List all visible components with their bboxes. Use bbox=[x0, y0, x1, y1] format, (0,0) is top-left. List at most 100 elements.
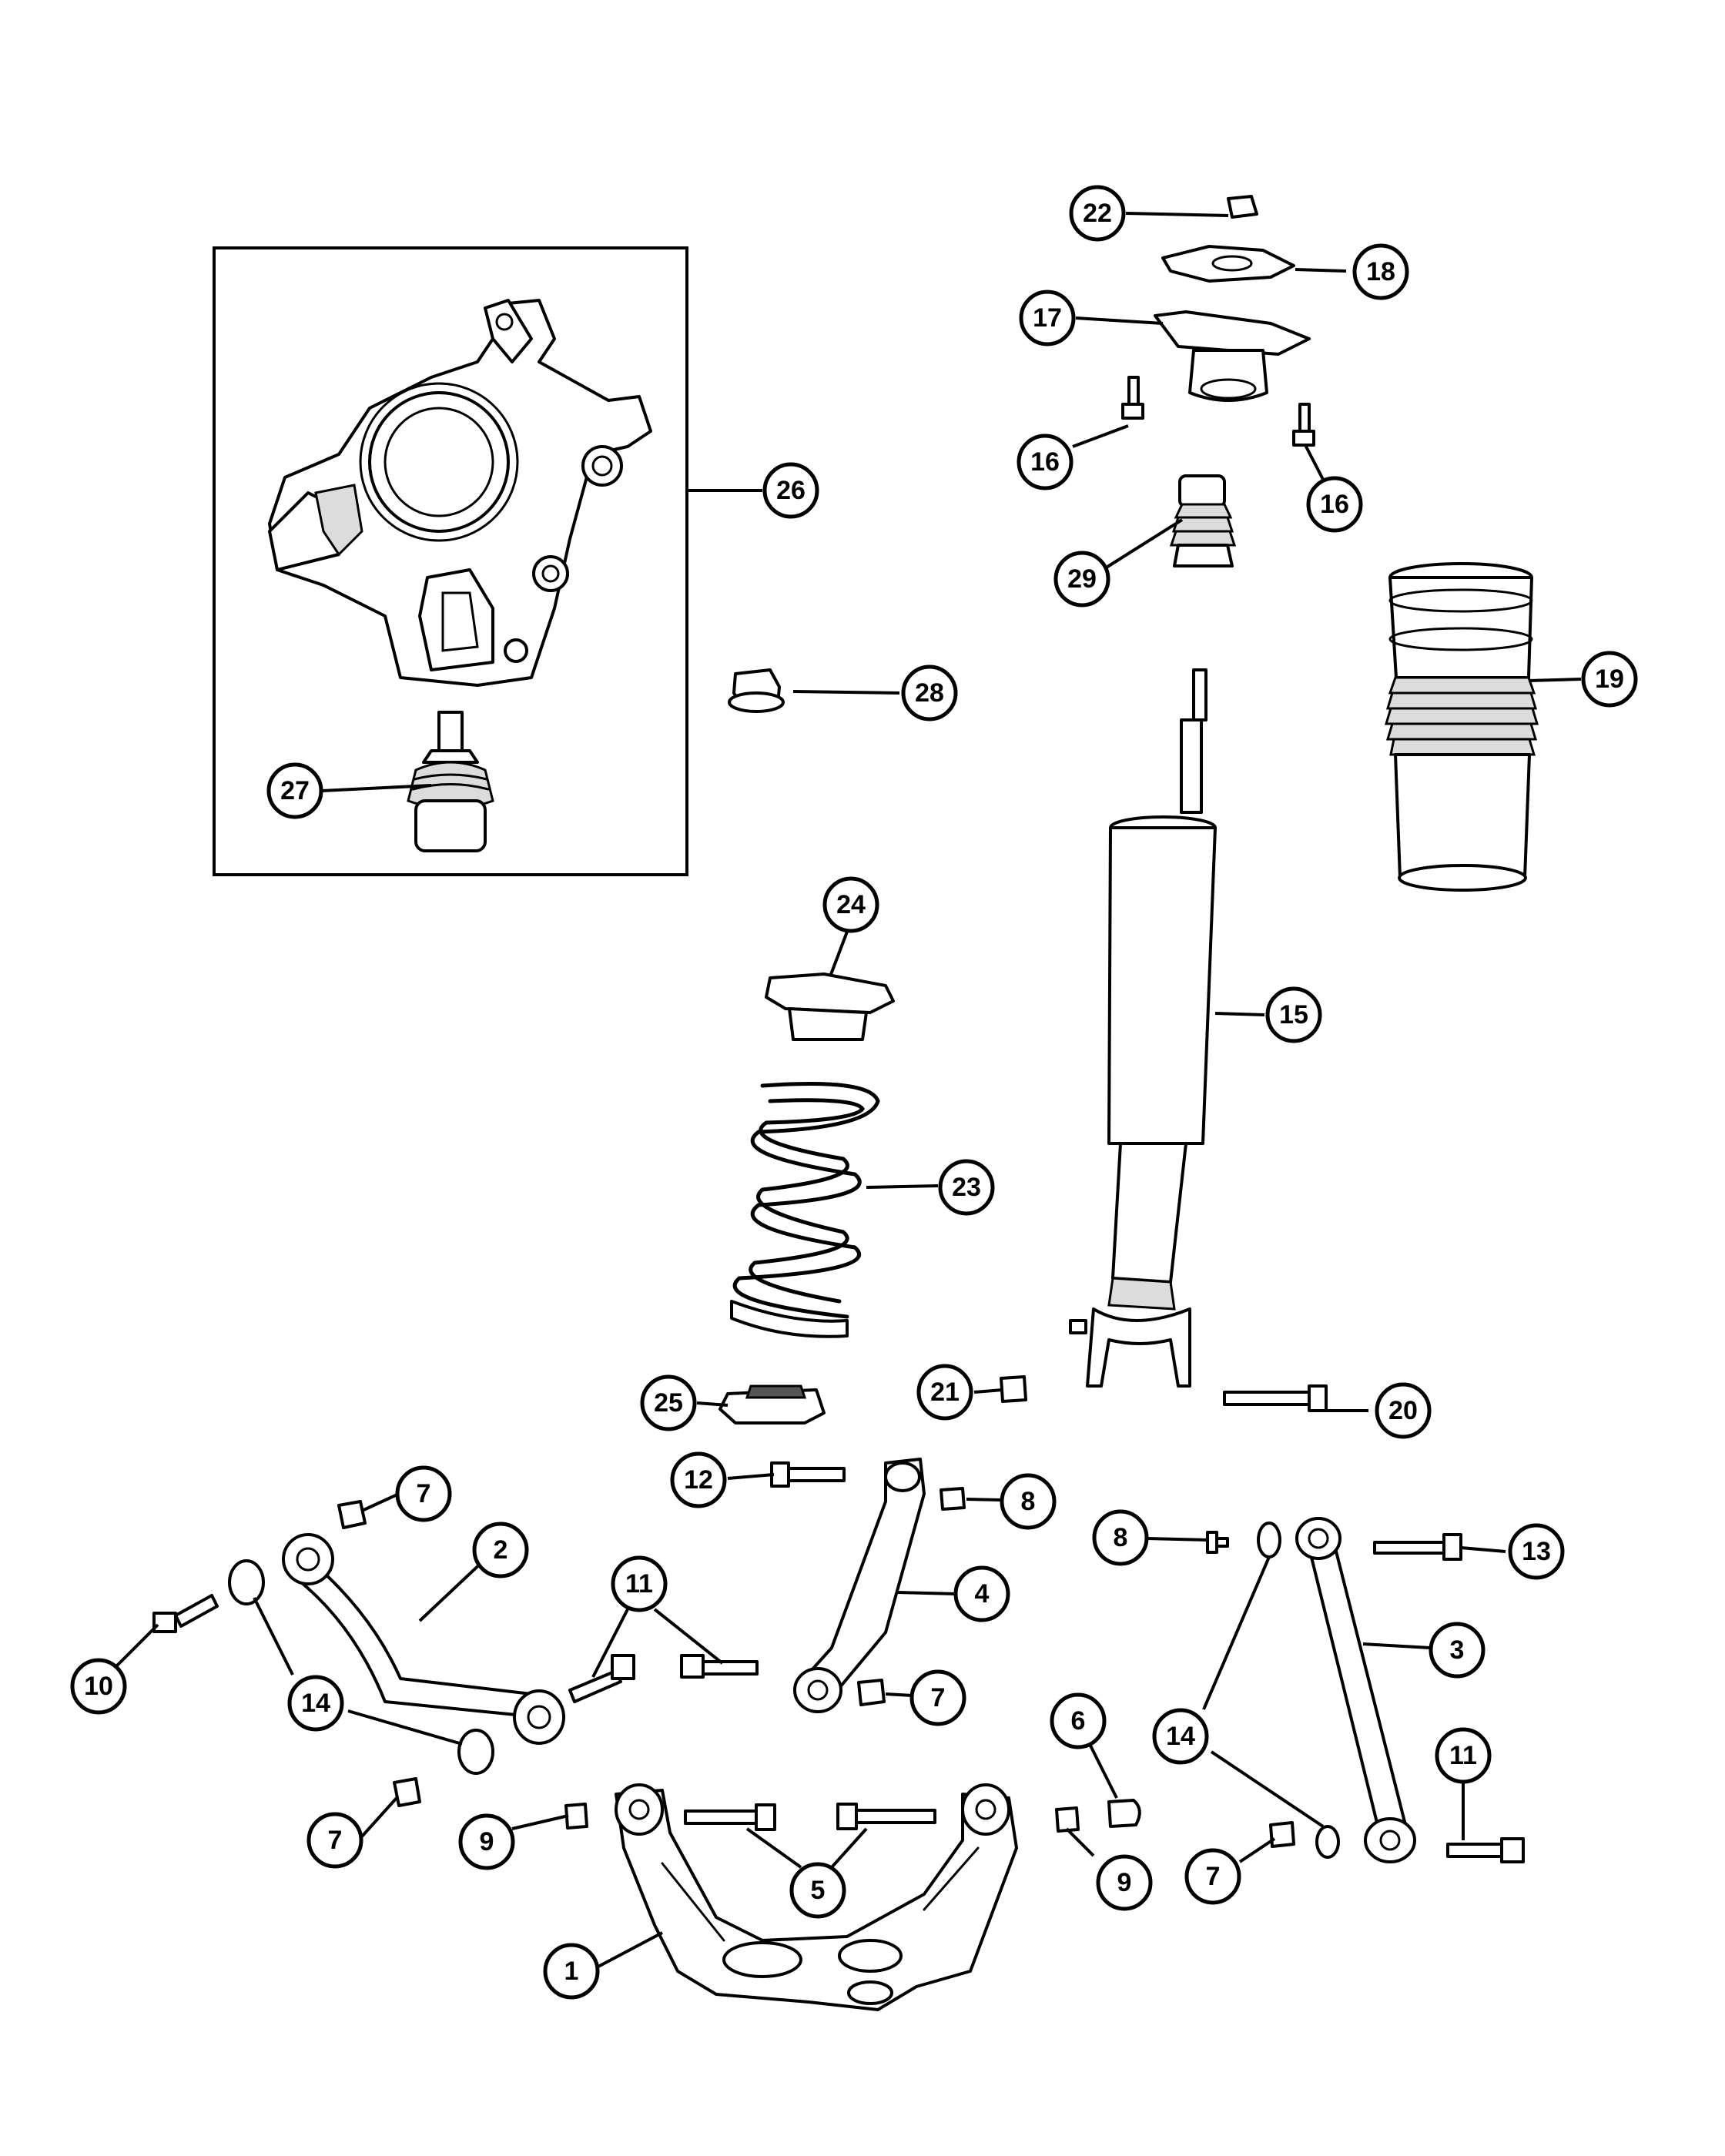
callout-label: 3 bbox=[1450, 1635, 1465, 1665]
part-nut-21 bbox=[1000, 1375, 1027, 1403]
callout-label: 16 bbox=[1320, 490, 1349, 519]
callout-4: 4 bbox=[953, 1565, 1010, 1622]
part-bolt-11-a bbox=[568, 1654, 635, 1703]
part-washer-14-lower bbox=[457, 1729, 494, 1775]
callout-6: 6 bbox=[1050, 1692, 1107, 1749]
callout-label: 11 bbox=[1449, 1741, 1477, 1770]
part-bolt-8-right bbox=[1206, 1531, 1229, 1554]
leader-15 bbox=[1214, 1012, 1265, 1016]
callout-10: 10 bbox=[70, 1658, 127, 1715]
leader-14b bbox=[347, 1709, 463, 1746]
part-cap-6 bbox=[1107, 1799, 1141, 1828]
leader-17 bbox=[1075, 316, 1164, 325]
callout-3: 3 bbox=[1429, 1622, 1486, 1679]
leader-11a bbox=[591, 1609, 629, 1678]
callout-label: 6 bbox=[1071, 1706, 1086, 1736]
leader-2 bbox=[418, 1558, 487, 1622]
leader-25 bbox=[696, 1401, 729, 1407]
part-lateral-link bbox=[1295, 1517, 1416, 1863]
callout-26: 26 bbox=[762, 462, 819, 519]
callout-label: 22 bbox=[1083, 199, 1112, 228]
leader-16a bbox=[1072, 424, 1129, 448]
part-bolt-12 bbox=[770, 1461, 846, 1488]
callout-17: 17 bbox=[1019, 290, 1076, 346]
callout-7d: 7 bbox=[1184, 1848, 1241, 1905]
leader-4 bbox=[896, 1591, 957, 1595]
part-upper-control-arm bbox=[282, 1533, 565, 1745]
leader-8b bbox=[1147, 1537, 1210, 1542]
part-toe-link bbox=[793, 1458, 926, 1713]
callout-label: 14 bbox=[301, 1689, 330, 1718]
leader-14c bbox=[1202, 1556, 1271, 1710]
callout-label: 20 bbox=[1388, 1396, 1418, 1425]
leader-9b bbox=[1065, 1827, 1095, 1857]
callout-20: 20 bbox=[1375, 1382, 1432, 1439]
part-nut-7-c bbox=[393, 1777, 421, 1807]
leader-29 bbox=[1104, 518, 1184, 570]
leader-23 bbox=[866, 1184, 939, 1189]
leader-5b bbox=[830, 1827, 868, 1869]
callout-13: 13 bbox=[1508, 1523, 1565, 1580]
callout-label: 19 bbox=[1595, 665, 1624, 694]
callout-9b: 9 bbox=[1096, 1854, 1153, 1911]
leader-9a bbox=[511, 1814, 569, 1830]
callout-7a: 7 bbox=[395, 1465, 452, 1522]
part-bump-stop bbox=[1169, 474, 1237, 567]
callout-label: 9 bbox=[480, 1827, 494, 1856]
leader-7a bbox=[361, 1492, 400, 1512]
leader-19 bbox=[1528, 678, 1582, 682]
leader-lines bbox=[114, 212, 1582, 1969]
part-bolt-11-b bbox=[680, 1654, 759, 1679]
leader-8a bbox=[966, 1498, 1002, 1502]
callout-label: 18 bbox=[1366, 257, 1395, 286]
callout-label: 9 bbox=[1117, 1868, 1132, 1897]
part-bolt-16-left bbox=[1121, 376, 1144, 420]
part-bolt-20 bbox=[1223, 1384, 1328, 1412]
part-nut-8-left bbox=[940, 1487, 966, 1511]
callout-12: 12 bbox=[670, 1451, 727, 1508]
part-nut-7-a bbox=[337, 1500, 367, 1529]
callout-label: 26 bbox=[776, 476, 806, 505]
leader-7c bbox=[360, 1796, 398, 1838]
leader-7d bbox=[1238, 1837, 1276, 1863]
callout-14b: 14 bbox=[1152, 1708, 1209, 1765]
callout-21: 21 bbox=[916, 1364, 973, 1421]
callout-label: 1 bbox=[564, 1957, 579, 1986]
leader-11b bbox=[653, 1608, 724, 1665]
part-coil-spring bbox=[730, 1082, 880, 1338]
leader-14d bbox=[1210, 1750, 1325, 1828]
part-washer-14-right-upper bbox=[1257, 1522, 1281, 1558]
callout-label: 27 bbox=[280, 776, 310, 805]
callout-label: 23 bbox=[952, 1173, 981, 1202]
part-nut-9-right bbox=[1055, 1806, 1080, 1833]
callout-label: 12 bbox=[684, 1465, 713, 1495]
callout-15: 15 bbox=[1265, 986, 1322, 1043]
part-nut-7-d bbox=[1269, 1821, 1295, 1848]
callout-label: 29 bbox=[1067, 564, 1097, 594]
callout-label: 7 bbox=[328, 1826, 343, 1855]
part-upper-plate bbox=[1161, 245, 1295, 283]
part-knuckle bbox=[268, 299, 652, 687]
callout-label: 15 bbox=[1279, 1000, 1308, 1029]
part-spring-seat-lower bbox=[718, 1384, 826, 1424]
part-bolt-5-right bbox=[836, 1803, 936, 1830]
part-spring-seat-upper bbox=[765, 973, 895, 1041]
callout-19: 19 bbox=[1581, 651, 1638, 708]
callout-5: 5 bbox=[789, 1862, 846, 1919]
callout-7b: 7 bbox=[909, 1669, 966, 1726]
part-washer-14-right-lower bbox=[1315, 1825, 1340, 1859]
leader-18 bbox=[1295, 268, 1347, 273]
callout-label: 28 bbox=[915, 678, 944, 708]
part-ball-joint bbox=[407, 711, 494, 852]
callout-label: 7 bbox=[417, 1479, 431, 1508]
part-nut-7-b bbox=[857, 1679, 886, 1706]
callout-7c: 7 bbox=[306, 1812, 363, 1869]
callout-24: 24 bbox=[822, 876, 879, 933]
callout-8a: 8 bbox=[1000, 1473, 1057, 1530]
part-bolt-5-left bbox=[684, 1803, 776, 1831]
leader-5a bbox=[745, 1827, 802, 1869]
callout-18: 18 bbox=[1352, 243, 1409, 300]
leader-22 bbox=[1125, 212, 1229, 217]
callout-14a: 14 bbox=[287, 1675, 344, 1732]
callout-29: 29 bbox=[1053, 551, 1110, 608]
